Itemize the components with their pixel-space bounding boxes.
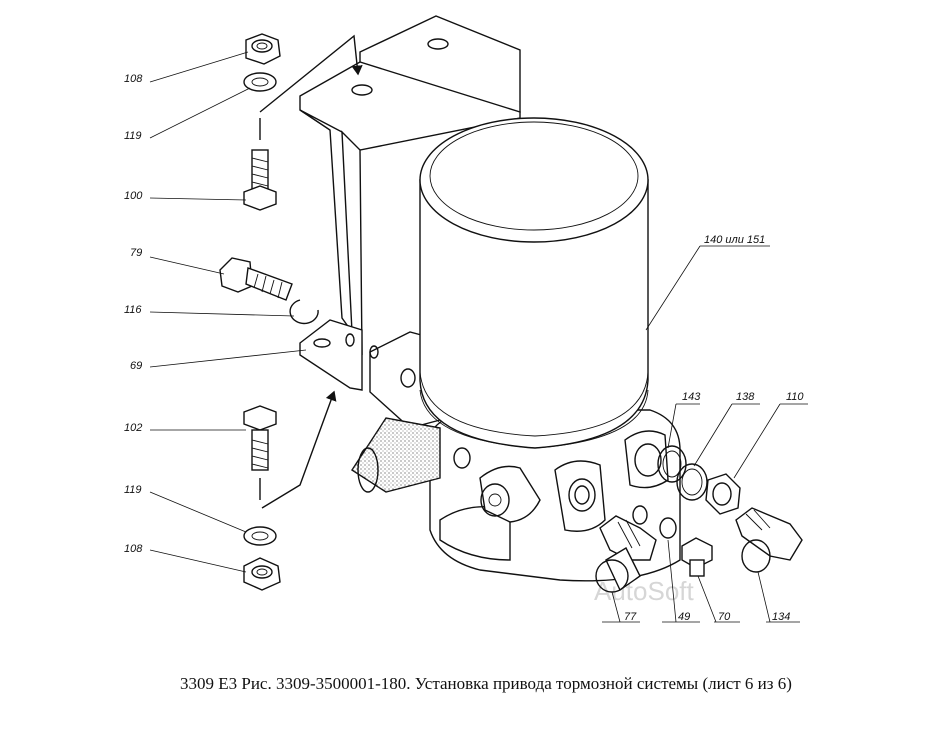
fitting-134 [735, 507, 803, 573]
callout-143: 143 [682, 391, 701, 403]
assembly-arrow-top [259, 34, 363, 113]
callout-140-151: 140 или 151 [704, 234, 765, 246]
ring-143 [657, 445, 687, 483]
callout-119-top: 119 [124, 130, 142, 142]
bolt-102 [243, 405, 277, 471]
split-washer-116 [289, 299, 319, 325]
callout-134: 134 [772, 611, 790, 623]
bolt-100 [243, 149, 277, 211]
figure-caption: 3309 Е3 Рис. 3309-3500001-180. Установка… [180, 674, 792, 693]
bracket-part-69 [299, 15, 521, 391]
callout-69: 69 [130, 360, 142, 372]
callout-70: 70 [718, 611, 731, 623]
nut-108-top [245, 33, 281, 65]
plug-70 [681, 537, 713, 577]
washer-119-bottom [243, 526, 277, 546]
nut-108-bottom [243, 557, 281, 591]
ring-138 [676, 463, 708, 501]
callout-79: 79 [130, 247, 142, 259]
callout-102: 102 [124, 422, 142, 434]
callout-119-bottom: 119 [124, 484, 142, 496]
callout-110: 110 [786, 391, 804, 403]
callout-108-bottom: 108 [124, 543, 143, 555]
callout-49: 49 [678, 611, 690, 623]
assembly-arrow-bottom [261, 390, 337, 509]
callout-138: 138 [736, 391, 755, 403]
plug-49 [659, 517, 677, 539]
filter-canister [419, 117, 649, 449]
watermark-text: AutoSoft [594, 576, 695, 606]
nut-110 [705, 473, 741, 515]
callout-100: 100 [124, 190, 143, 202]
washer-119-top [243, 72, 277, 92]
callout-116: 116 [124, 304, 142, 316]
bolt-79 [219, 257, 293, 301]
callout-77: 77 [624, 611, 637, 623]
leader-lines [149, 51, 808, 623]
callout-108-top: 108 [124, 73, 143, 85]
fitting-77 [595, 515, 657, 593]
